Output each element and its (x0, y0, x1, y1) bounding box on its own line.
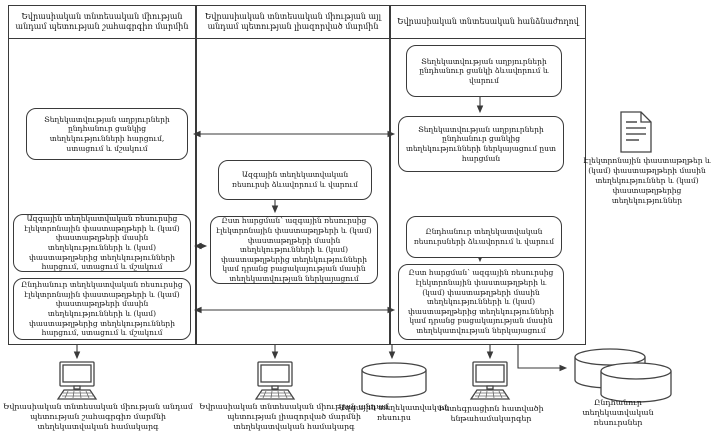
computer-icon (467, 361, 513, 401)
box-request-from-national-resource: Ազգային տեղեկատվական ռեսուրսից էլեկտրոնա… (13, 214, 191, 272)
caption-common-resources: Ընդհանուր տեղեկատվական ռեսուրսներ (582, 398, 654, 428)
computer-icon (252, 361, 298, 401)
computer-icon (54, 361, 100, 401)
box-form-national-resource: Ազգային տեղեկատվական ռեսուրսի ձևավորում … (218, 160, 372, 200)
lane-header: Եվրասիական տնտեսական միության այլ անդամ … (197, 6, 389, 39)
box-present-on-request: Ըստ հարցման՝ ազգային ռեսուրսից էլեկտրոնա… (398, 264, 564, 340)
caption-national-resource: Ազգային տեղեկատվական ռեսուրս (338, 403, 450, 423)
arrow-lane3-to-common-resources (517, 345, 568, 372)
box-form-common-list: Տեղեկատվության աղբյուրների ընդհանուր ցան… (406, 45, 562, 97)
box-request-from-common-resource: Ընդհանուր տեղեկատվական ռեսուրսից էլեկտրո… (13, 278, 191, 340)
lane-header: Եվրասիական տնտեսական հանձնաժողով (391, 6, 585, 39)
database-multi-icon (572, 348, 676, 408)
caption-authorized-body-system: Եվրասիական տնտեսական միության անդամ պետո… (199, 402, 389, 432)
database-icon (360, 361, 428, 399)
caption-interested-body-system: Եվրասիական տնտեսական միության անդամ պետո… (3, 402, 193, 432)
box-request-from-common-list: Տեղեկատվության աղբյուրների ընդհանուր ցան… (26, 108, 188, 160)
box-form-common-resources: Ընդհանուր տեղեկատվական ռեսուրսների ձևավո… (406, 216, 562, 258)
lane-header: Եվրասիական տնտեսական միության անդամ պետո… (9, 6, 195, 39)
document-icon (618, 110, 654, 154)
box-present-from-common-list: Տեղեկատվության աղբյուրների ընդհանուր ցան… (398, 116, 564, 172)
box-present-from-national-resource: Ըստ հարցման՝ ազգային ռեսուրսից էլեկտրոնա… (210, 216, 378, 284)
documents-note: Էլեկտրոնային փաստաթղթեր և (կամ) փաստաթղթ… (583, 156, 711, 205)
caption-integration-subsystems: Ինտեգրացիոն հատվածի ենթահամակարգեր (438, 404, 544, 424)
